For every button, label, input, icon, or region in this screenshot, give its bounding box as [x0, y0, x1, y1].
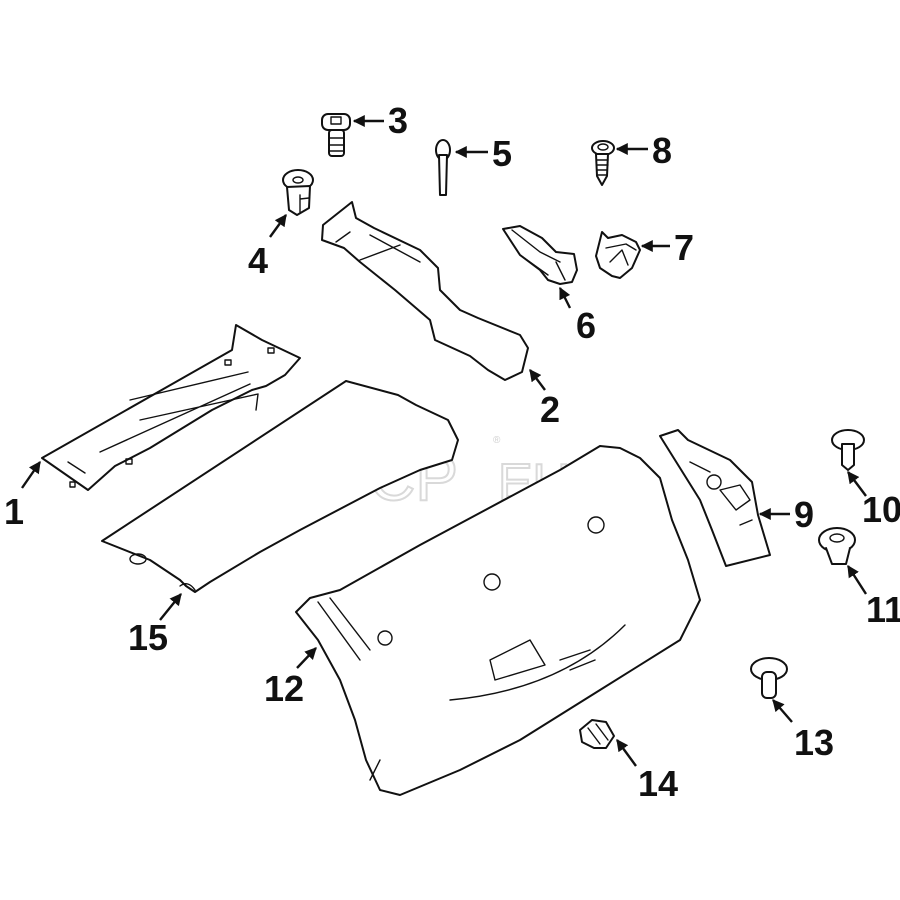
- part-3-bolt[interactable]: [321, 113, 351, 157]
- callout-2[interactable]: 2: [540, 389, 560, 430]
- leader-12: [296, 647, 317, 669]
- leader-2: [529, 369, 546, 391]
- leader-lines: [21, 115, 868, 767]
- callout-8[interactable]: 8: [652, 130, 672, 171]
- callout-10[interactable]: 10: [862, 489, 900, 530]
- callout-9[interactable]: 9: [794, 494, 814, 535]
- part-2-side-trim[interactable]: [321, 201, 529, 381]
- leader-13: [772, 699, 793, 723]
- callout-15[interactable]: 15: [128, 617, 168, 658]
- part-6-cover[interactable]: [502, 225, 578, 285]
- callout-7[interactable]: 7: [674, 227, 694, 268]
- part-7-cap[interactable]: [595, 231, 641, 279]
- callout-14[interactable]: 14: [638, 763, 678, 804]
- leader-6: [558, 286, 572, 309]
- watermark-registered: ®: [493, 435, 501, 446]
- leader-15: [159, 593, 182, 621]
- part-14-retainer[interactable]: [579, 719, 615, 749]
- callout-12[interactable]: 12: [264, 668, 304, 709]
- leader-11: [846, 564, 868, 595]
- part-8-screw[interactable]: [591, 140, 615, 186]
- leader-14: [616, 739, 637, 767]
- callout-5[interactable]: 5: [492, 133, 512, 174]
- part-15-upper-panel[interactable]: [101, 380, 459, 593]
- part-10-clip[interactable]: [831, 429, 865, 471]
- part-4-nut-insert[interactable]: [282, 169, 314, 216]
- callout-11[interactable]: 11: [866, 589, 900, 630]
- part-11-grommet[interactable]: [818, 527, 856, 565]
- callout-1[interactable]: 1: [4, 491, 24, 532]
- part-9-side-trim[interactable]: [659, 429, 771, 567]
- callout-6[interactable]: 6: [576, 305, 596, 346]
- part-1-trim-panel[interactable]: [41, 324, 301, 491]
- part-5-pin[interactable]: [435, 139, 451, 196]
- callout-4[interactable]: 4: [248, 240, 268, 281]
- callout-3[interactable]: 3: [388, 100, 408, 141]
- part-12-lower-trim-panel[interactable]: [295, 445, 701, 796]
- callout-labels: 3 4 5 8 6 7 2 1 15 12 9 10 11 13 14: [4, 100, 900, 804]
- leader-10: [847, 471, 867, 497]
- callout-13[interactable]: 13: [794, 722, 834, 763]
- leader-1: [21, 461, 41, 489]
- leader-4: [269, 214, 287, 238]
- part-13-push-pin[interactable]: [750, 657, 788, 699]
